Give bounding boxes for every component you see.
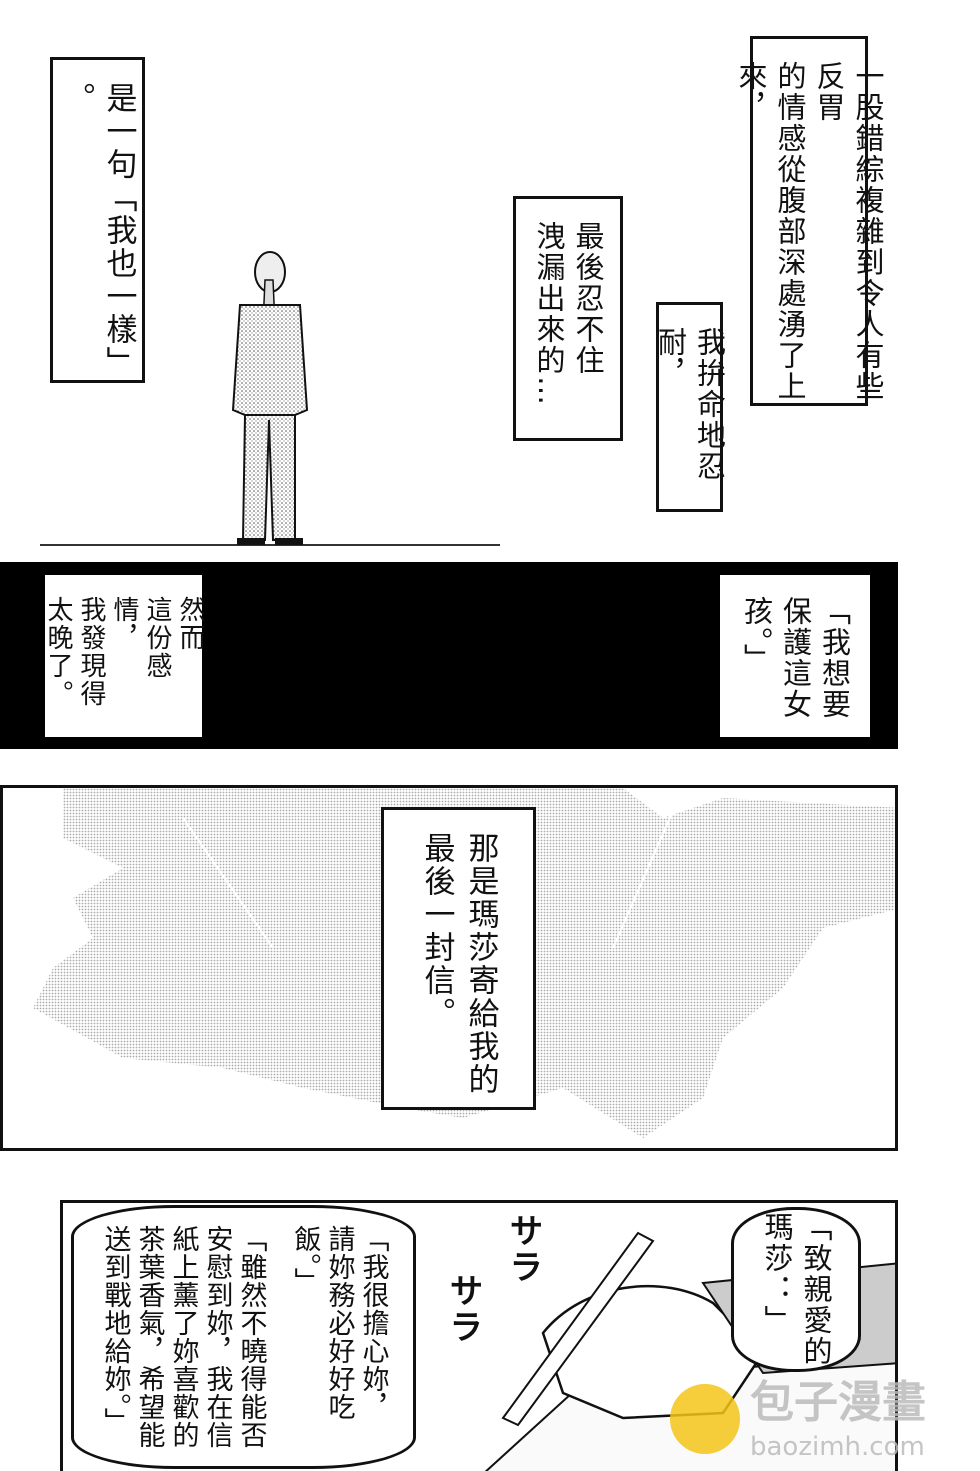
narration-box-4: 是一句「我也一樣」 。 xyxy=(50,57,145,383)
narration-text: 然而 這份感情， 我發現得 太晚了。 xyxy=(43,596,205,708)
narration-text: 我拚命地忍耐， xyxy=(653,327,727,482)
narration-box-2: 我拚命地忍耐， xyxy=(654,302,727,512)
narration-text: 那是瑪莎寄給我的 最後一封信。 xyxy=(418,832,499,1096)
watermark-url: baozimh.com xyxy=(750,1432,925,1462)
watermark-logo-icon xyxy=(670,1384,740,1454)
bubble-text: 「雖然不曉得能否 安慰到妳，我在信 紙上薰了妳喜歡的 茶葉香氣，希望能 送到戰地… xyxy=(99,1225,267,1449)
panel-black-band: 「我想要 保護這女 孩。」 然而 這份感情， 我發現得 太晚了。 xyxy=(0,562,898,749)
narration-text: 最後忍不住 洩漏出來的… xyxy=(532,221,605,407)
narration-box: 那是瑪莎寄給我的 最後一封信。 xyxy=(381,807,536,1110)
speech-bubble-1: 「致親愛的 瑪莎：」 xyxy=(731,1207,861,1372)
panel-letter-writing: サラ サラ 「致親愛的 瑪莎：」 「我很擔心妳， 請妳務必好好吃 飯。」 「雖然… xyxy=(60,1200,898,1471)
sfx-sara-2: サラ xyxy=(443,1273,483,1345)
narration-box-left: 然而 這份感情， 我發現得 太晚了。 xyxy=(43,575,205,737)
speech-bubble-2: 「我很擔心妳， 請妳務必好好吃 飯。」 「雖然不曉得能否 安慰到妳，我在信 紙上… xyxy=(71,1205,416,1469)
bubble-text: 「我很擔心妳， 請妳務必好好吃 飯。」 xyxy=(289,1225,389,1421)
sfx-sara-1: サラ xyxy=(503,1213,543,1285)
narration-text: 是一句「我也一樣」 。 xyxy=(58,82,137,379)
narration-text: 一股錯綜複雜到令人有些反胃 的情感從腹部深處湧了上來， xyxy=(734,61,885,402)
narration-box-1: 一股錯綜複雜到令人有些反胃 的情感從腹部深處湧了上來， xyxy=(734,36,885,406)
floor-line xyxy=(40,544,500,546)
bubble-text: 「致親愛的 瑪莎：」 xyxy=(760,1212,833,1367)
narration-box-3: 最後忍不住 洩漏出來的… xyxy=(513,196,623,441)
man-figure xyxy=(231,251,309,545)
narration-box-right: 「我想要 保護這女 孩。」 xyxy=(720,575,870,737)
narration-text: 「我想要 保護這女 孩。」 xyxy=(739,596,852,720)
watermark-title: 包子漫畫 xyxy=(750,1377,926,1428)
watermark: 包子漫畫 baozimh.com xyxy=(670,1378,955,1470)
panel-sky: 那是瑪莎寄給我的 最後一封信。 xyxy=(0,785,898,1151)
